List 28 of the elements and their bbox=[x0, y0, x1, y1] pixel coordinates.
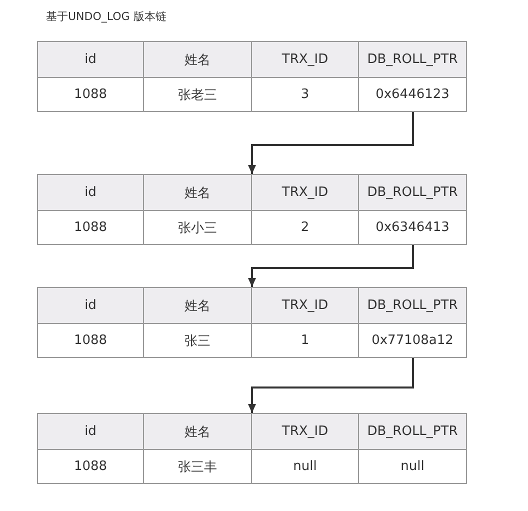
header-cell: 姓名 bbox=[143, 413, 252, 450]
data-cell: 1088 bbox=[37, 323, 144, 358]
arrow bbox=[248, 112, 414, 174]
data-cell: 1088 bbox=[37, 77, 144, 112]
arrow bbox=[248, 245, 414, 287]
pointer-cell: 0x77108a12 bbox=[358, 323, 467, 358]
header-cell: id bbox=[37, 41, 144, 78]
header-cell: 姓名 bbox=[143, 174, 252, 211]
header-cell: DB_ROLL_PTR bbox=[358, 41, 467, 78]
pointer-cell: null bbox=[358, 449, 467, 484]
title: 基于UNDO_LOG 版本链 bbox=[46, 9, 166, 24]
header-cell: 姓名 bbox=[143, 41, 252, 78]
data-cell: 1088 bbox=[37, 449, 144, 484]
header-cell: id bbox=[37, 413, 144, 450]
pointer-cell: 0x6446123 bbox=[358, 77, 467, 112]
header-cell: TRX_ID bbox=[251, 287, 359, 324]
header-cell: DB_ROLL_PTR bbox=[358, 174, 467, 211]
arrow bbox=[248, 358, 414, 413]
header-cell: DB_ROLL_PTR bbox=[358, 287, 467, 324]
header-cell: TRX_ID bbox=[251, 174, 359, 211]
header-cell: 姓名 bbox=[143, 287, 252, 324]
header-cell: TRX_ID bbox=[251, 41, 359, 78]
data-cell: 1088 bbox=[37, 210, 144, 245]
header-cell: id bbox=[37, 174, 144, 211]
header-cell: TRX_ID bbox=[251, 413, 359, 450]
header-cell: id bbox=[37, 287, 144, 324]
header-cell: DB_ROLL_PTR bbox=[358, 413, 467, 450]
pointer-cell: 0x6346413 bbox=[358, 210, 467, 245]
